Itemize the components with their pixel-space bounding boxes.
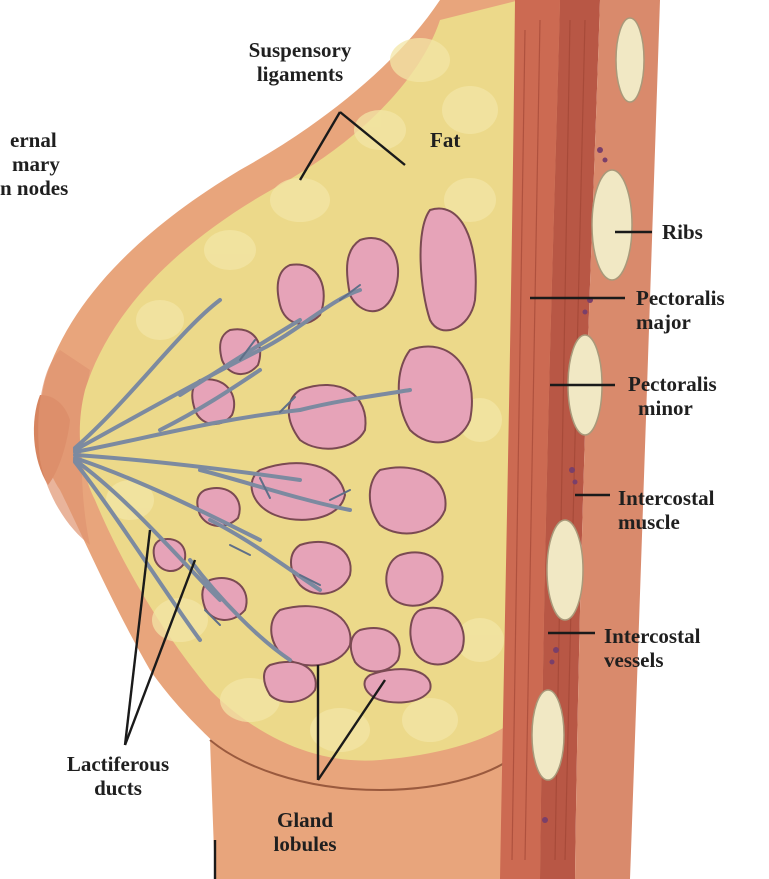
label-lact-line2: ducts (48, 776, 188, 800)
label-internal-line2: mary (0, 152, 68, 176)
label-pectoralis-major: Pectoralis major (636, 286, 725, 334)
label-fat: Fat (430, 128, 460, 152)
label-ribs: Ribs (662, 220, 703, 244)
label-pectoralis-minor: Pectoralis minor (628, 372, 717, 420)
label-suspensory-line1: Suspensory (230, 38, 370, 62)
label-gland-line1: Gland (245, 808, 365, 832)
label-ic-muscle-line1: Intercostal (618, 486, 714, 510)
label-lactiferous-ducts: Lactiferous ducts (48, 752, 188, 800)
label-intercostal-vessels: Intercostal vessels (604, 624, 700, 672)
label-pect-minor-line1: Pectoralis (628, 372, 717, 396)
label-ic-vessels-line1: Intercostal (604, 624, 700, 648)
label-ic-muscle-line2: muscle (618, 510, 714, 534)
label-suspensory-ligaments: Suspensory ligaments (230, 38, 370, 86)
label-pect-minor-line2: minor (628, 396, 717, 420)
label-internal-line1: ernal (0, 128, 68, 152)
label-suspensory-line2: ligaments (230, 62, 370, 86)
label-gland-line2: lobules (245, 832, 365, 856)
label-ic-vessels-line2: vessels (604, 648, 700, 672)
label-pect-major-line2: major (636, 310, 725, 334)
label-internal-line3: n nodes (0, 176, 68, 200)
label-internal-mammary-nodes: ernal mary n nodes (0, 128, 68, 200)
label-intercostal-muscle: Intercostal muscle (618, 486, 714, 534)
label-gland-lobules: Gland lobules (245, 808, 365, 856)
label-pect-major-line1: Pectoralis (636, 286, 725, 310)
label-lact-line1: Lactiferous (48, 752, 188, 776)
